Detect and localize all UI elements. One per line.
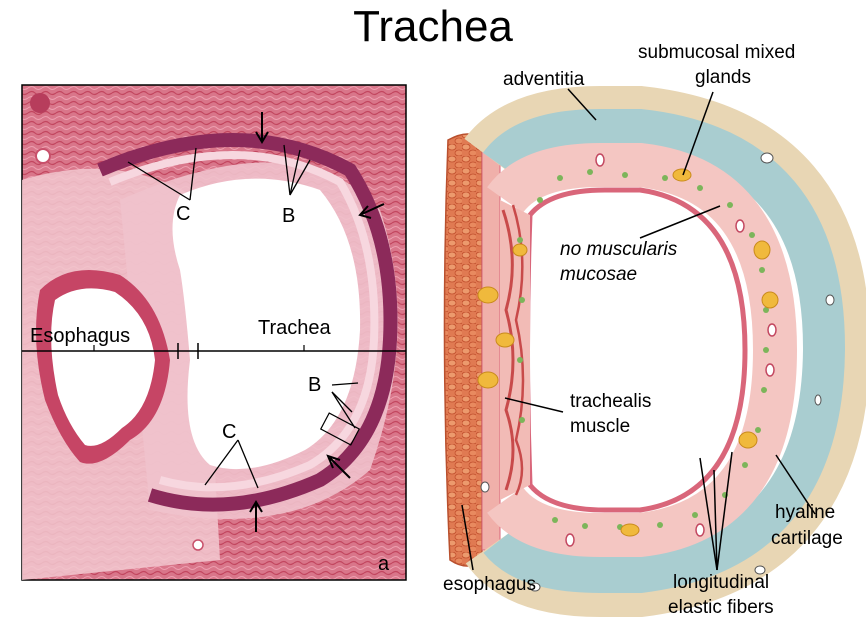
submucosa-layer — [487, 143, 798, 557]
esophagus-lumen — [51, 288, 156, 446]
arrow-icon — [249, 500, 263, 532]
label-elastic-line1: longitudinal — [673, 572, 769, 593]
label-c-top: C — [176, 203, 190, 225]
label-adventitia: adventitia — [503, 69, 585, 90]
tracheal-cartilage — [97, 133, 398, 512]
label-submucosal-line1: submucosal mixed — [638, 42, 795, 63]
label-hyaline-line2: cartilage — [771, 528, 843, 549]
label-panel-letter: a — [378, 553, 390, 575]
label-no-muscularis-line1: no muscularis — [560, 239, 678, 260]
label-b-right: B — [308, 374, 321, 396]
arrow-icon — [326, 454, 351, 479]
arrow-icon — [255, 112, 269, 144]
hyaline-cartilage — [482, 109, 846, 593]
schematic-panel: adventitia submucosal mixed glands no mu… — [443, 42, 866, 618]
esophagus-column — [443, 133, 483, 567]
label-trachea-micrograph: Trachea — [258, 317, 332, 339]
label-trachealis-line2: muscle — [570, 416, 630, 437]
arrow-icon — [358, 203, 385, 219]
label-elastic-line2: elastic fibers — [668, 597, 774, 618]
label-hyaline-line1: hyaline — [775, 502, 835, 523]
label-no-muscularis-line2: mucosae — [560, 264, 637, 285]
micrograph-panel: Esophagus Trachea C B B C a — [21, 84, 407, 581]
label-b-top: B — [282, 205, 295, 227]
trachea-lumen-schematic — [525, 187, 748, 513]
label-trachealis-line1: trachealis — [570, 391, 651, 412]
trachea-lumen — [172, 178, 361, 470]
page-title: Trachea — [353, 2, 513, 51]
label-esophagus-micrograph: Esophagus — [30, 325, 130, 347]
label-c-bottom: C — [222, 421, 236, 443]
label-submucosal-line2: glands — [695, 67, 751, 88]
label-esophagus-schematic: esophagus — [443, 574, 536, 595]
